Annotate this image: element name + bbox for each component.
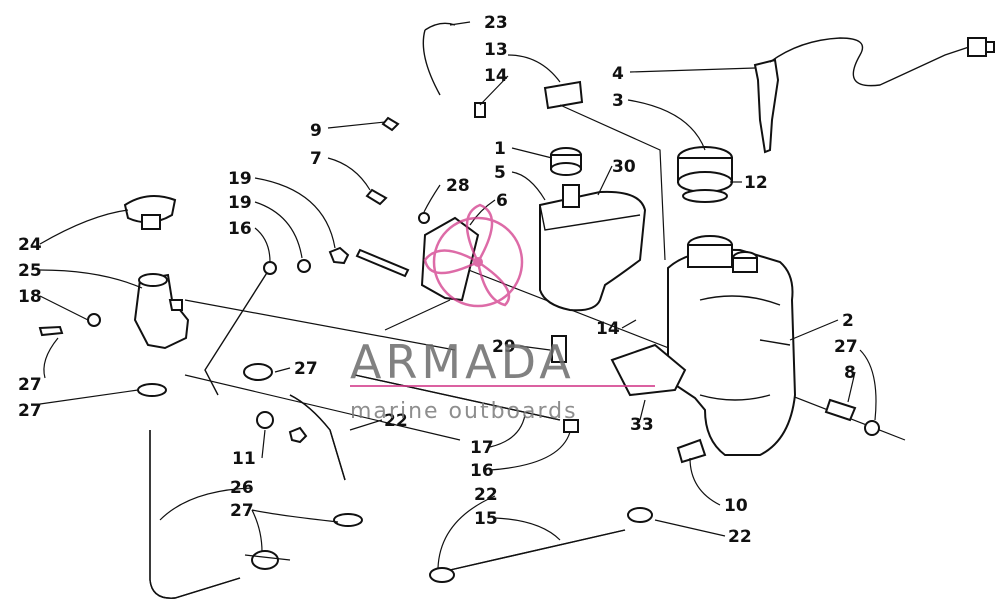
fitting-31 xyxy=(551,335,567,363)
callout-23: 23 xyxy=(484,13,508,33)
fitting-14 xyxy=(474,102,486,118)
callout-12: 12 xyxy=(744,173,768,193)
watermark-tagline: marine outboards xyxy=(350,399,578,424)
assembly-axis-line-left xyxy=(184,299,456,351)
watermark-brand: ARMADA xyxy=(350,335,575,389)
callout-19-left: 18 xyxy=(18,287,42,307)
clamp-27-lower xyxy=(251,550,279,570)
fitting-10 xyxy=(676,438,707,464)
clamp-22-right xyxy=(627,507,653,523)
callout-1: 1 xyxy=(494,139,506,159)
clamp-27-left xyxy=(137,383,167,397)
callout-11: 11 xyxy=(232,449,256,469)
callout-26: 26 xyxy=(230,478,254,498)
screw-7 xyxy=(365,188,388,206)
callout-21: 22 xyxy=(384,411,408,431)
watermark-underline xyxy=(350,385,655,387)
callout-10: 10 xyxy=(724,496,748,516)
bracket-plate xyxy=(420,216,480,302)
callout-25: 25 xyxy=(18,261,42,281)
nut-20 xyxy=(328,246,350,265)
callout-5: 5 xyxy=(494,163,506,183)
callout-14-mid: 14 xyxy=(596,319,620,339)
callout-8: 8 xyxy=(844,363,856,383)
callout-7: 7 xyxy=(310,149,322,169)
washer-19-right xyxy=(297,259,311,273)
radiator-cap xyxy=(123,195,177,230)
rod-18 xyxy=(204,267,271,396)
level-sensor xyxy=(753,37,995,154)
callout-22-left: 22 xyxy=(474,485,498,505)
callout-28: 27 xyxy=(18,375,42,395)
callout-33: 33 xyxy=(630,415,654,435)
callout-3: 3 xyxy=(612,91,624,111)
callout-27-left: 27 xyxy=(18,401,42,421)
filler-neck xyxy=(133,273,190,350)
washer-30 xyxy=(418,212,430,224)
bracket-33 xyxy=(610,343,687,397)
callout-6: 6 xyxy=(496,191,508,211)
grommet-8 xyxy=(824,398,857,422)
bolt-center xyxy=(355,248,410,278)
clamp-27-right xyxy=(243,363,273,381)
reservoir-tank xyxy=(667,235,797,456)
callout-19-right: 19 xyxy=(228,193,252,213)
callout-31: 29 xyxy=(492,337,516,357)
washer-19-left xyxy=(87,313,101,327)
callout-20: 19 xyxy=(228,169,252,189)
clamp-27-bottom xyxy=(333,513,363,527)
callout-14-top: 14 xyxy=(484,66,508,86)
callout-13: 13 xyxy=(484,40,508,60)
callout-9: 9 xyxy=(310,121,322,141)
callout-15: 15 xyxy=(474,509,498,529)
callout-22-right: 22 xyxy=(728,527,752,547)
callout-27-bottom: 27 xyxy=(230,501,254,521)
callout-32: 30 xyxy=(612,157,636,177)
callout-30: 28 xyxy=(446,176,470,196)
screw-28 xyxy=(38,325,64,337)
callout-2: 2 xyxy=(842,311,854,331)
decal xyxy=(543,80,584,110)
reservoir-cap xyxy=(677,146,733,203)
callout-29: 27 xyxy=(834,337,858,357)
clamp-22-left xyxy=(429,567,455,583)
callout-24: 24 xyxy=(18,235,42,255)
nut-11 xyxy=(288,426,308,444)
callout-18: 16 xyxy=(228,219,252,239)
clamp-16 xyxy=(563,419,579,433)
washer-11 xyxy=(256,411,274,429)
callout-4: 4 xyxy=(612,64,624,84)
callout-27-mid: 27 xyxy=(294,359,318,379)
callout-17: 17 xyxy=(470,438,494,458)
overflow-bottle xyxy=(539,147,647,312)
screw-9 xyxy=(381,116,400,132)
watermark-logo xyxy=(423,203,524,308)
callout-16: 16 xyxy=(470,461,494,481)
hose-26 xyxy=(149,430,241,599)
